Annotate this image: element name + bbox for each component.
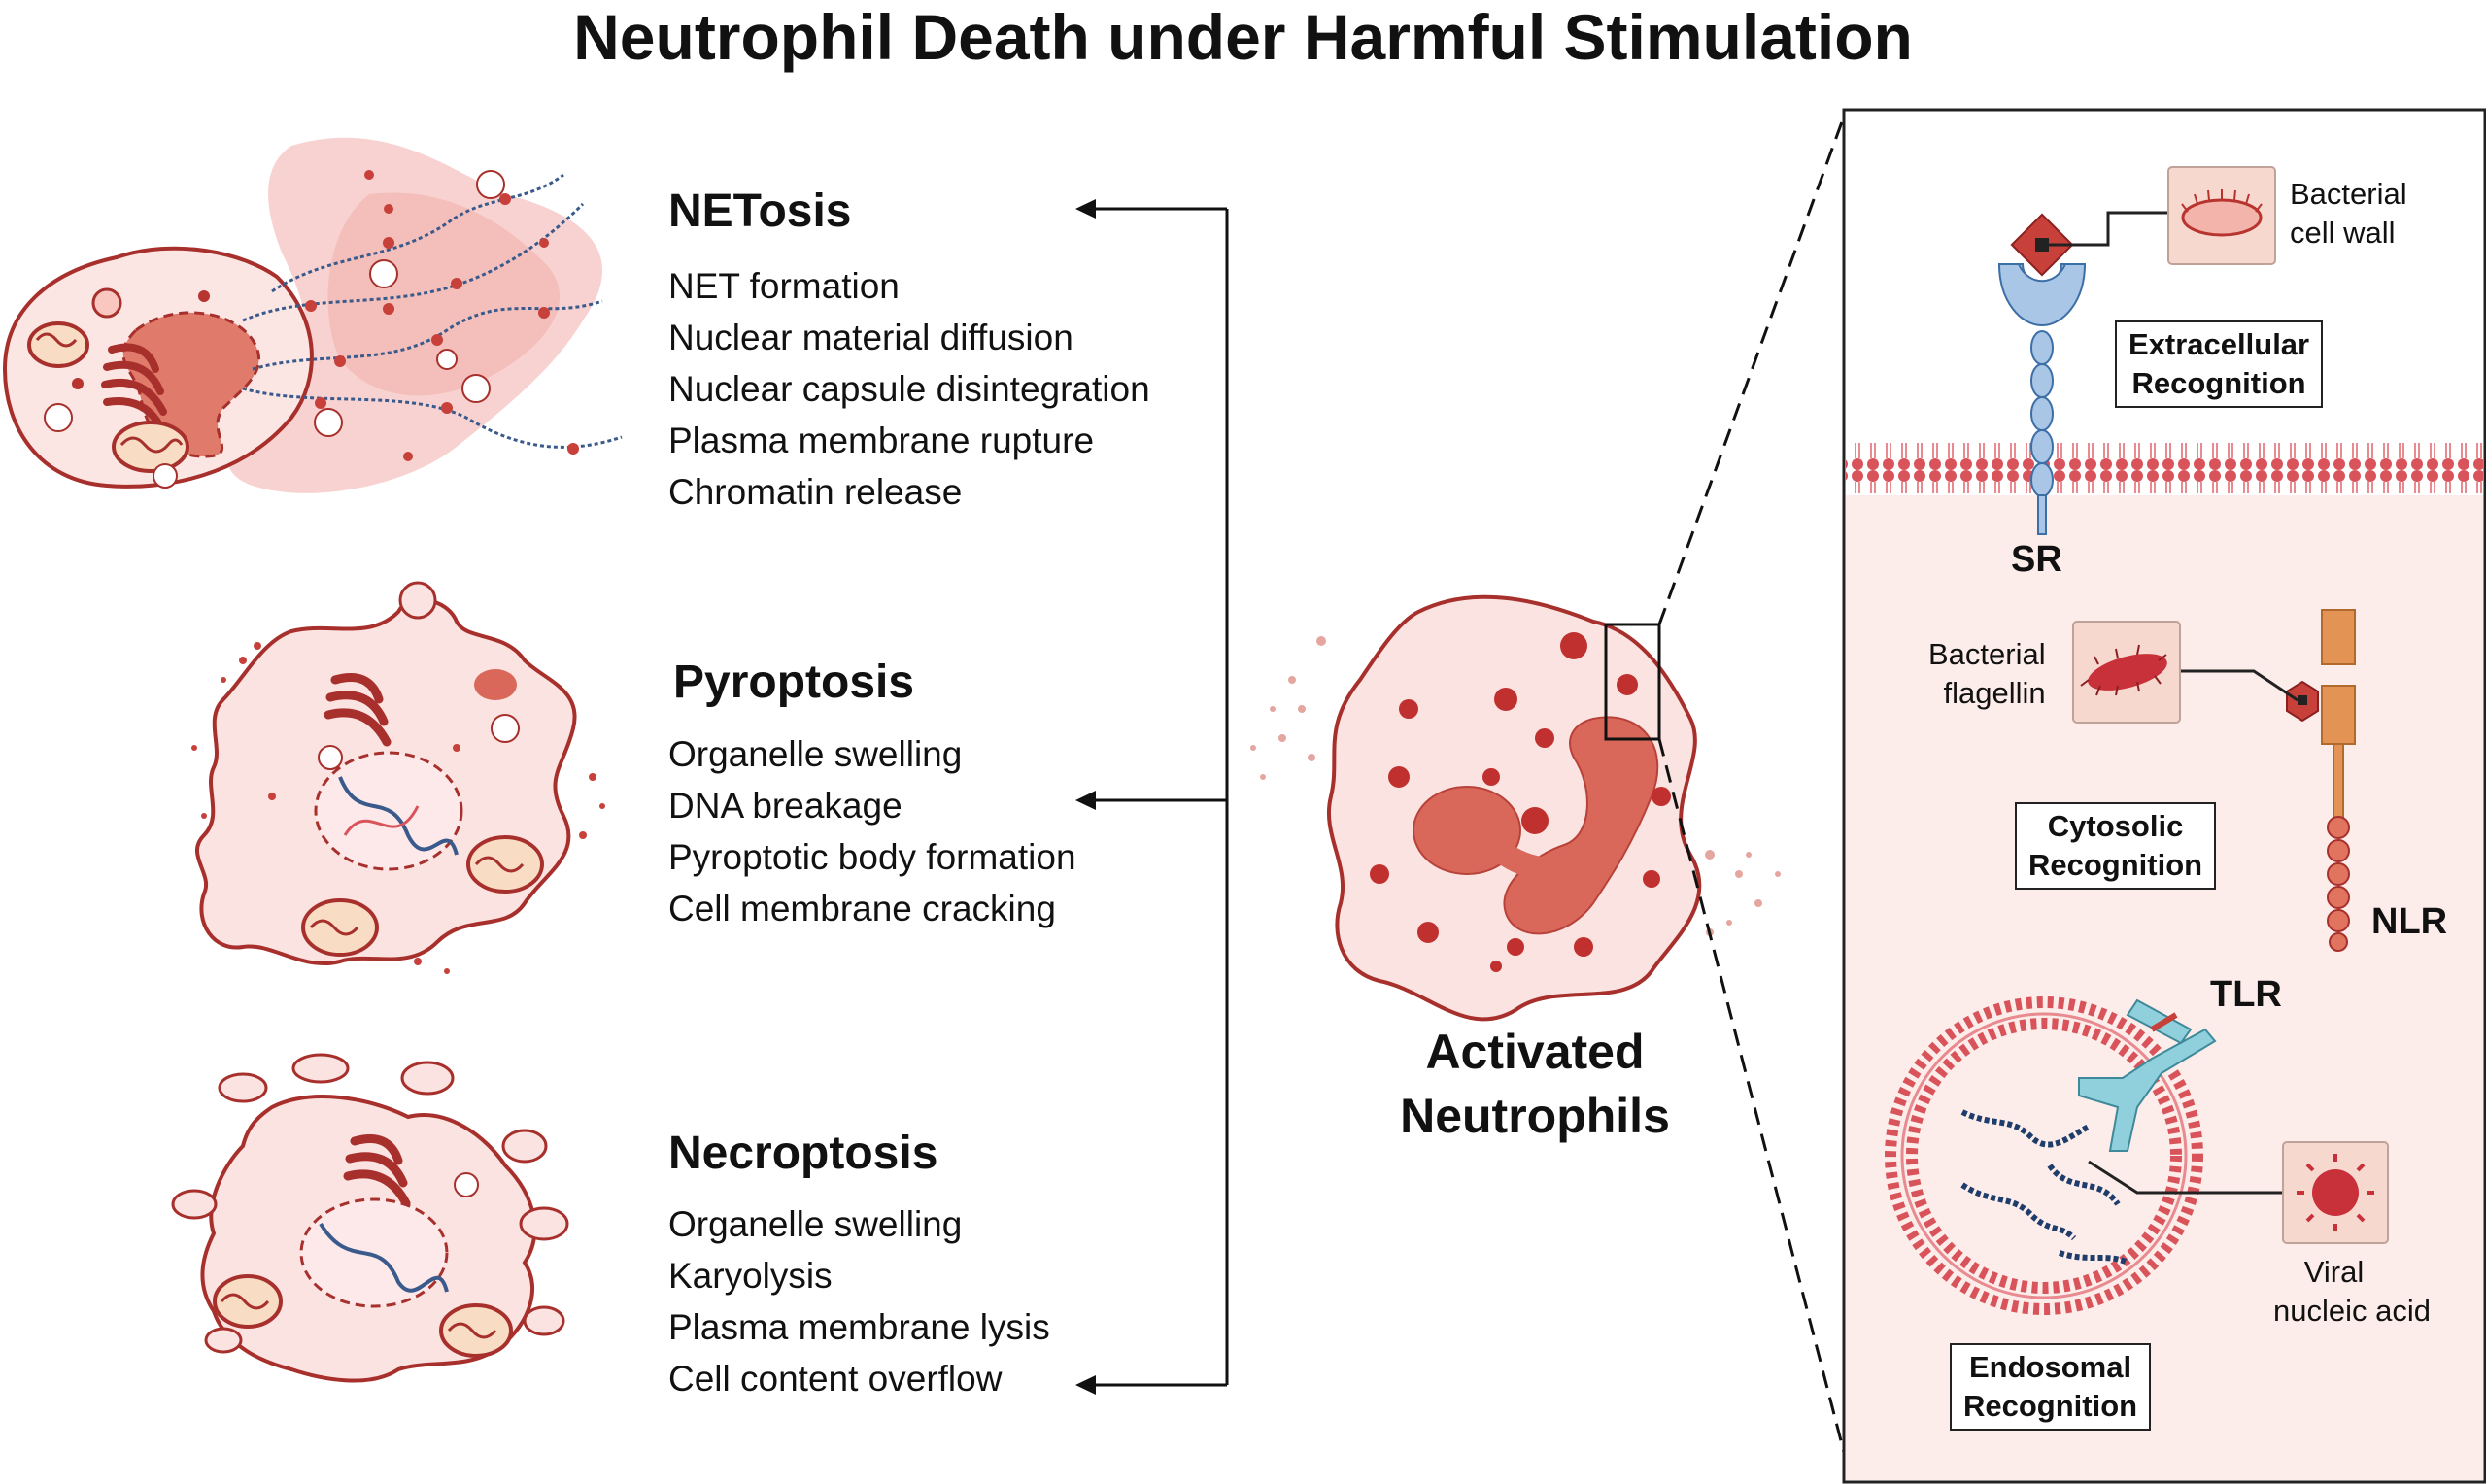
necroptosis-heading: Necroptosis [668, 1128, 938, 1179]
nlr-receptor [2180, 609, 2356, 952]
list-item: Nuclear material diffusion [668, 318, 1073, 357]
viral-nucleic-acid-icon [2282, 1141, 2389, 1244]
bacterial-cell-wall-icon [2167, 166, 2276, 265]
list-item: Cell membrane cracking [668, 889, 1056, 928]
netosis-cell-illustration [2, 137, 623, 493]
endosomal-recognition-box: Endosomal Recognition [1950, 1343, 2152, 1431]
list-item: Plasma membrane lysis [668, 1307, 1050, 1347]
cytosolic-recognition-box: Cytosolic Recognition [2015, 802, 2217, 890]
pyroptosis-feature-list: Organelle swelling DNA breakage Pyroptot… [668, 728, 1076, 934]
nlr-label: NLR [2371, 901, 2448, 942]
list-item: Organelle swelling [668, 1204, 963, 1244]
bacterial-cell-wall-label: Bacterial cell wall [2290, 177, 2407, 250]
netosis-heading: NETosis [668, 186, 852, 237]
list-item: Karyolysis [668, 1256, 833, 1296]
necroptosis-feature-list: Organelle swelling Karyolysis Plasma mem… [668, 1198, 1050, 1404]
extracellular-recognition-box: Extracellular Recognition [2115, 320, 2324, 408]
list-item: Cell content overflow [668, 1359, 1003, 1399]
list-item: Organelle swelling [668, 734, 963, 774]
list-item: Chromatin release [668, 472, 963, 512]
figure-title: Neutrophil Death under Harmful Stimulati… [573, 1, 1913, 73]
netosis-feature-list: NET formation Nuclear material diffusion… [668, 260, 1150, 518]
arrow-to-necroptosis [1075, 1375, 1096, 1395]
list-item: Pyroptotic body formation [668, 837, 1076, 877]
zoom-lines [1657, 116, 1846, 1453]
bacterial-flagellin-icon [2072, 621, 2181, 724]
arrow-to-netosis [1075, 199, 1096, 219]
arrow-to-pyroptosis [1075, 791, 1096, 810]
recognition-panel [1842, 108, 2486, 1484]
list-item: Nuclear capsule disintegration [668, 369, 1150, 409]
viral-nucleic-acid-label: Viral nucleic acid [2273, 1255, 2431, 1328]
list-item: NET formation [668, 266, 900, 306]
list-item: Plasma membrane rupture [668, 421, 1095, 460]
tlr-receptor [2078, 998, 2283, 1195]
bacterial-flagellin-label: Bacterial flagellin [1928, 637, 2046, 710]
sr-label: SR [2011, 539, 2062, 580]
endosome [1885, 996, 2203, 1315]
pyroptosis-cell-illustration [191, 581, 605, 974]
list-item: DNA breakage [668, 786, 902, 826]
pyroptosis-heading: Pyroptosis [673, 657, 915, 708]
tlr-label: TLR [2210, 974, 2282, 1015]
activated-neutrophils-label: Activated Neutrophils [1400, 1025, 1670, 1143]
pathway-connector [1088, 207, 1229, 1387]
necroptosis-cell-illustration [171, 1053, 569, 1383]
activated-neutrophil-illustration [1250, 594, 1781, 1022]
sr-receptor [1997, 211, 2168, 535]
